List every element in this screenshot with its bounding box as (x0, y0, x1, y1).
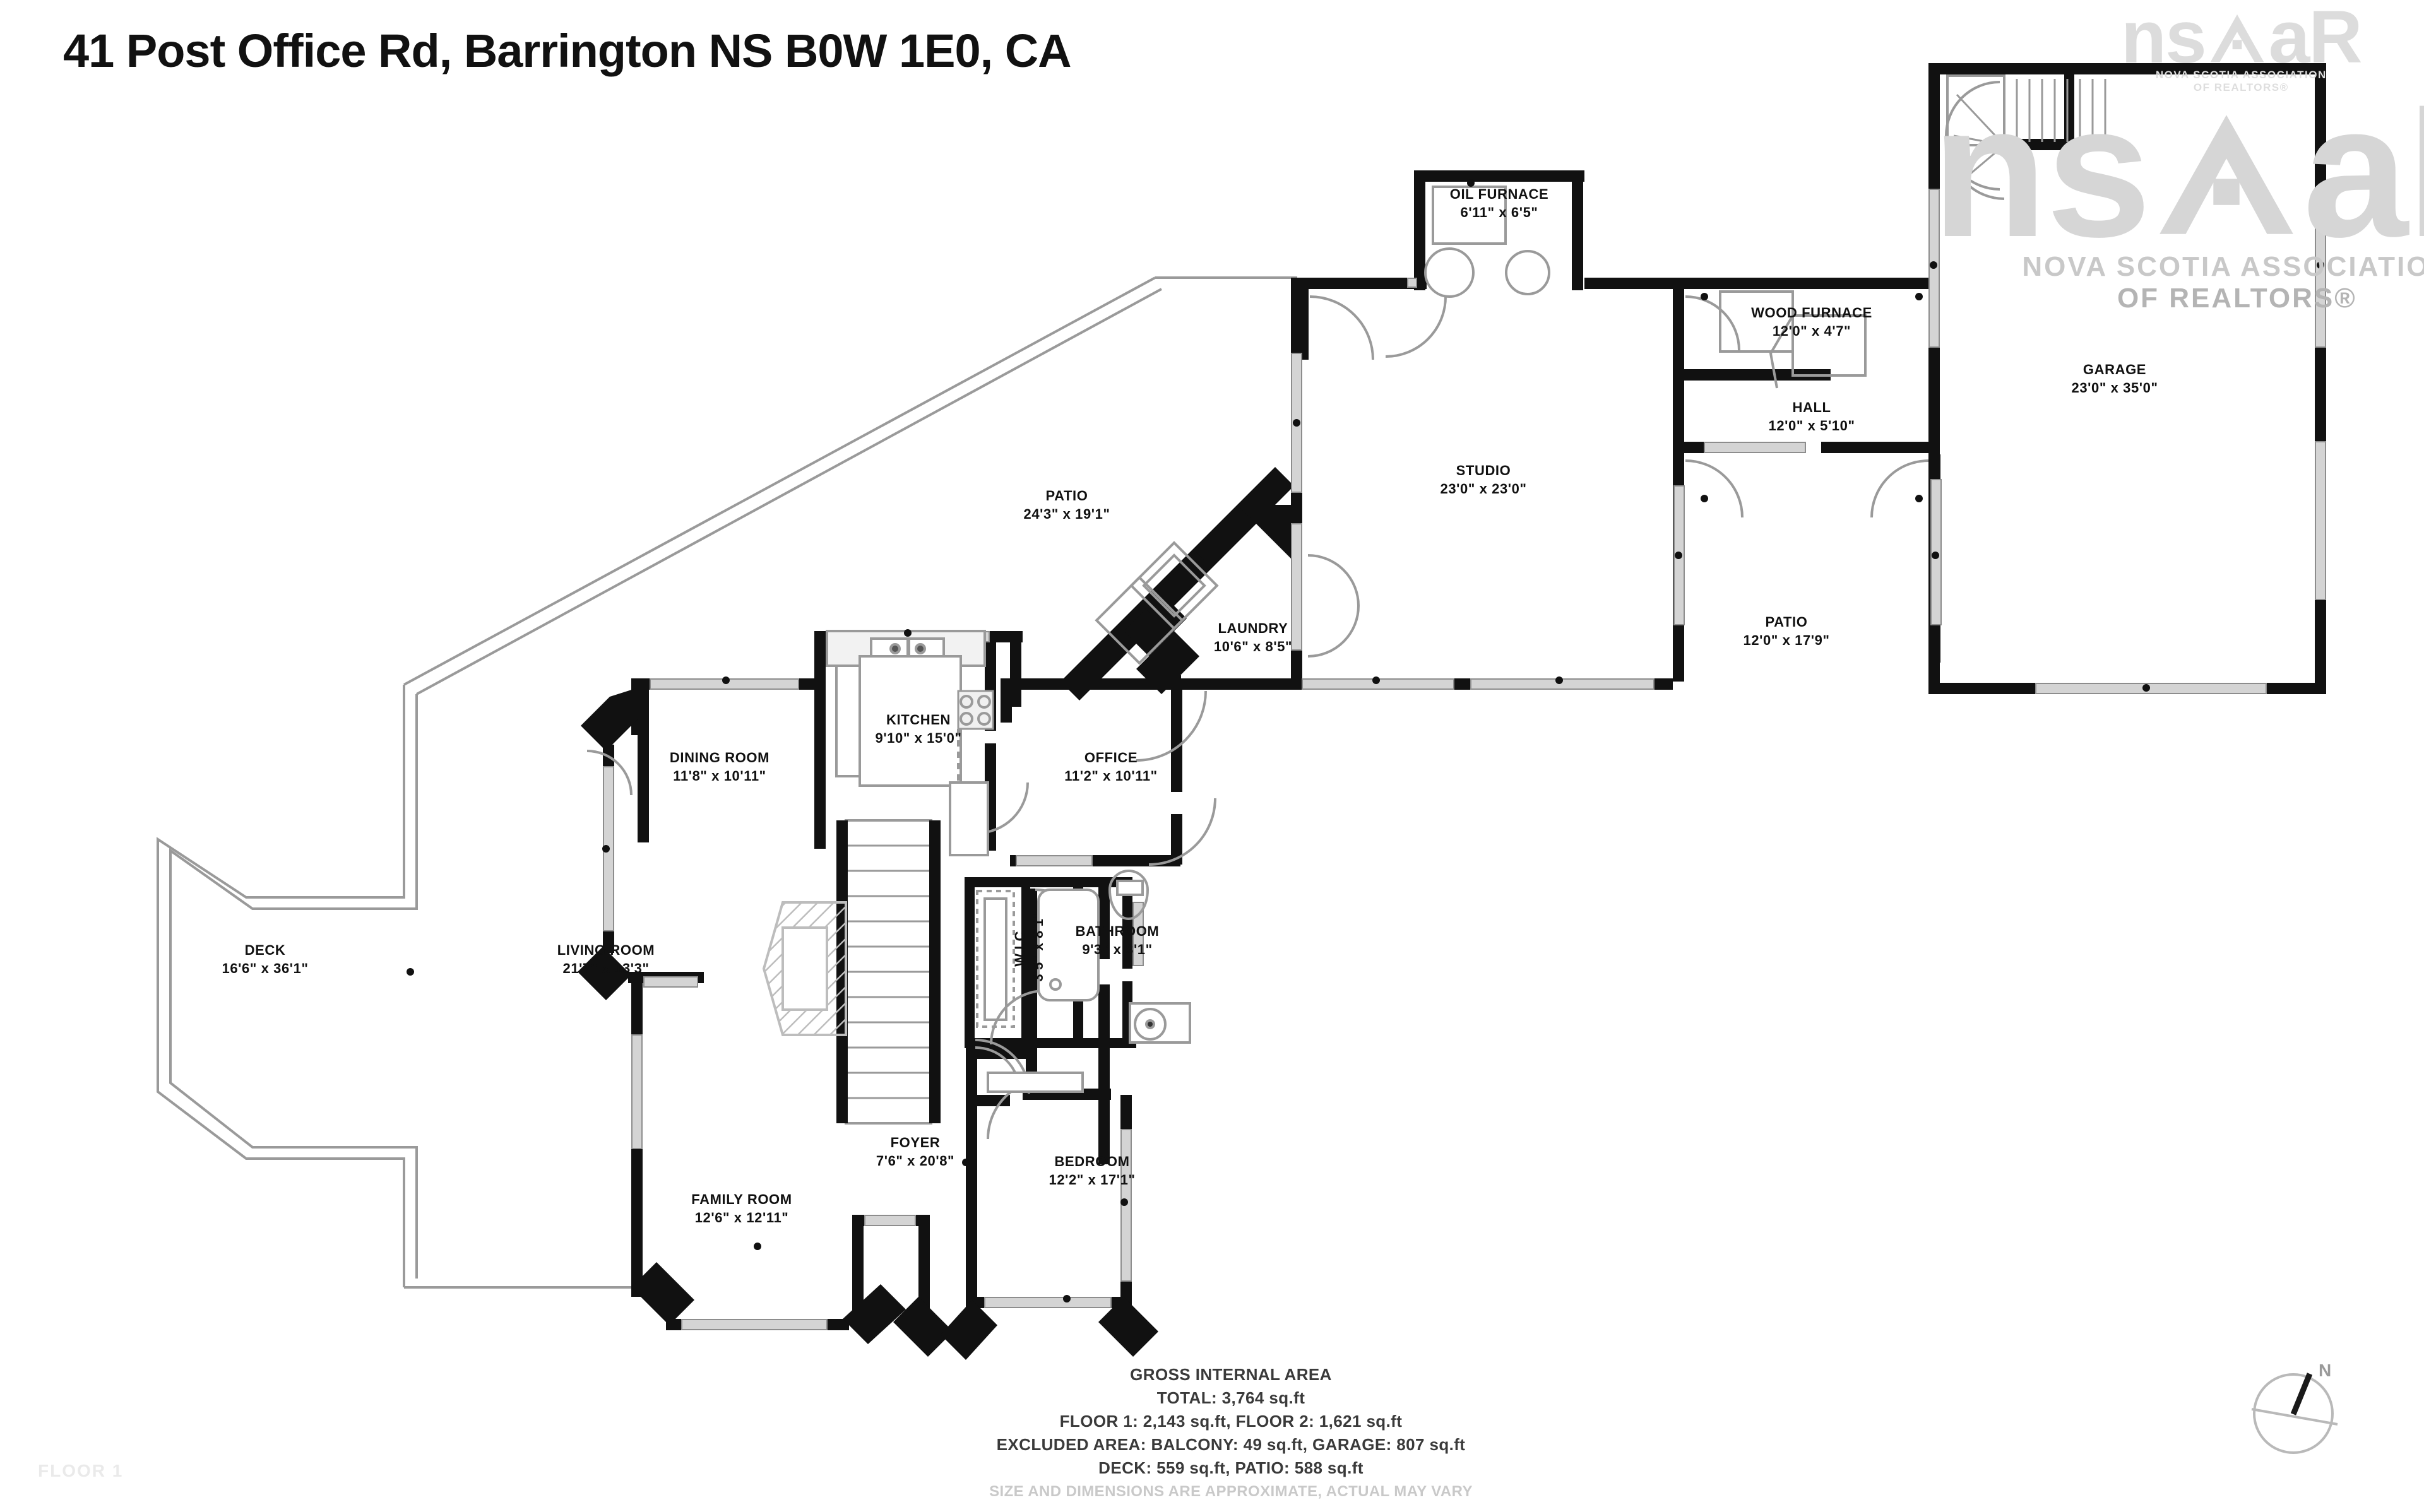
room-name: W.I.C. (1011, 926, 1028, 967)
area-disclaimer: SIZE AND DIMENSIONS ARE APPROXIMATE, ACT… (989, 1482, 1473, 1500)
thin-outlines (157, 276, 1297, 1289)
room-label: OIL FURNACE 6'11" x 6'5" (1450, 185, 1549, 221)
room-label: WOOD FURNACE 12'0" x 4'7" (1751, 304, 1872, 340)
room-dimensions: 3'5" x 8'1" (1030, 911, 1046, 982)
room-dimensions: 6'11" x 6'5" (1460, 204, 1538, 220)
room-label: PATIO 12'0" x 17'9" (1744, 613, 1830, 649)
room-dimensions: 12'0" x 17'9" (1743, 632, 1830, 648)
room-name: LAUNDRY (1218, 620, 1288, 636)
room-dimensions: 10'6" x 8'5" (1213, 639, 1293, 654)
room-name: LIVING ROOM (557, 942, 655, 958)
window-openings (603, 189, 2326, 1330)
fixtures (762, 74, 2106, 1125)
room-name: DECK (244, 942, 286, 958)
room-dimensions: 9'3" x 8'1" (1082, 942, 1153, 957)
room-dimensions: 12'0" x 5'10" (1768, 418, 1855, 434)
room-name: GARAGE (2082, 361, 2147, 377)
room-label: KITCHEN 9'10" x 15'0" (876, 711, 962, 747)
room-dimensions: 12'0" x 4'7" (1772, 323, 1851, 339)
room-name: FAMILY ROOM (691, 1191, 792, 1207)
floor-indicator: FLOOR 1 (38, 1461, 124, 1480)
room-dimensions: 16'6" x 36'1" (222, 960, 309, 976)
room-dimensions: 21'7" x 13'3" (562, 960, 650, 976)
room-label: DECK 16'6" x 36'1" (222, 941, 309, 977)
room-name: PATIO (1045, 487, 1088, 504)
area-summary-block: GROSS INTERNAL AREA TOTAL: 3,764 sq.ft F… (758, 1363, 1704, 1503)
room-label: BEDROOM 12'2" x 17'1" (1049, 1152, 1136, 1189)
room-dimensions: 11'8" x 10'11" (673, 768, 766, 784)
room-name: BEDROOM (1054, 1153, 1130, 1169)
room-label: STUDIO 23'0" x 23'0" (1441, 461, 1527, 498)
room-label: FOYER 7'6" x 20'8" (876, 1133, 954, 1170)
room-dimensions: 11'2" x 10'11" (1064, 768, 1158, 784)
room-dimensions: 12'2" x 17'1" (1049, 1172, 1136, 1188)
room-label: OFFICE 11'2" x 10'11" (1064, 748, 1157, 785)
area-heading: GROSS INTERNAL AREA (1130, 1365, 1332, 1384)
room-name: STUDIO (1456, 462, 1511, 478)
walls (578, 63, 2326, 1360)
compass-north-label: N (2319, 1361, 2331, 1380)
room-label: W.I.C.3'5" x 8'1" (1011, 911, 1047, 981)
room-dimensions: 12'6" x 12'11" (694, 1210, 789, 1226)
room-dimensions: 23'0" x 35'0" (2071, 380, 2158, 396)
room-name: BATHROOM (1075, 923, 1160, 939)
area-outdoor: DECK: 559 sq.ft, PATIO: 588 sq.ft (1098, 1458, 1364, 1477)
room-label: LAUNDRY 10'6" x 8'5" (1214, 619, 1292, 656)
area-excluded: EXCLUDED AREA: BALCONY: 49 sq.ft, GARAGE… (996, 1434, 1466, 1454)
room-label: HALL 12'0" x 5'10" (1769, 398, 1855, 435)
area-total: TOTAL: 3,764 sq.ft (1156, 1388, 1305, 1407)
room-label: BATHROOM 9'3" x 8'1" (1076, 922, 1160, 959)
room-dimensions: 7'6" x 20'8" (876, 1153, 955, 1169)
room-dimensions: 24'3" x 19'1" (1023, 506, 1110, 522)
room-name: FOYER (890, 1134, 941, 1150)
room-label: FAMILY ROOM 12'6" x 12'11" (691, 1190, 792, 1227)
room-name: HALL (1792, 399, 1831, 415)
room-name: OIL FURNACE (1449, 186, 1549, 202)
measure-dots (407, 179, 2324, 1302)
room-label: DINING ROOM 11'8" x 10'11" (670, 748, 769, 785)
room-label: PATIO 24'3" x 19'1" (1024, 487, 1110, 523)
area-floors: FLOOR 1: 2,143 sq.ft, FLOOR 2: 1,621 sq.… (1059, 1411, 1403, 1431)
room-label: LIVING ROOM 21'7" x 13'3" (557, 941, 655, 977)
room-name: DINING ROOM (669, 749, 770, 765)
room-name: PATIO (1765, 613, 1808, 630)
compass-rose: N (2251, 1361, 2338, 1454)
room-dimensions: 23'0" x 23'0" (1440, 481, 1527, 497)
room-name: WOOD FURNACE (1751, 304, 1872, 321)
room-name: OFFICE (1084, 749, 1138, 765)
room-label: GARAGE 23'0" x 35'0" (2072, 360, 2158, 397)
room-dimensions: 9'10" x 15'0" (875, 730, 962, 746)
room-name: KITCHEN (886, 711, 951, 728)
page-title: 41 Post Office Rd, Barrington NS B0W 1E0… (63, 25, 1072, 77)
